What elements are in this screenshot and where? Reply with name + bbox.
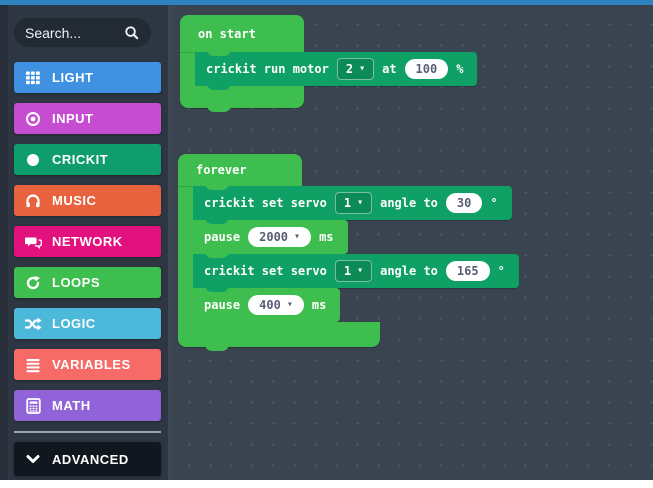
toolbox-separator <box>14 431 161 433</box>
toolbox-sidebar: LIGHT INPUT CRICKIT MUSIC NETWORK LOOPS LOGIC V… <box>0 5 168 480</box>
shuffle-icon <box>24 316 42 332</box>
statement-label: ° <box>490 196 498 210</box>
chevron-down-icon: ▾ <box>359 63 366 74</box>
category-label: MUSIC <box>52 193 97 208</box>
statement-label: ms <box>319 230 334 244</box>
category-label: VARIABLES <box>52 357 131 372</box>
category-label: CRICKIT <box>52 152 109 167</box>
sidebar-item-input[interactable]: INPUT <box>14 103 161 134</box>
statement-label: % <box>456 62 464 76</box>
block-footer[interactable] <box>178 322 380 351</box>
number-input[interactable]: 165 <box>445 261 490 281</box>
sidebar-item-math[interactable]: MATH <box>14 390 161 421</box>
statement-label: pause <box>204 298 241 312</box>
circle-icon <box>24 152 42 168</box>
number-input[interactable]: 30 <box>445 193 483 213</box>
block-header[interactable]: on start <box>180 15 304 56</box>
sidebar-item-crickit[interactable]: CRICKIT <box>14 144 161 175</box>
dropdown-value: 1 <box>343 264 352 278</box>
block-header-label: forever <box>196 163 247 177</box>
block-footer[interactable] <box>180 86 304 112</box>
sidebar-item-loops[interactable]: LOOPS <box>14 267 161 298</box>
statement-label: crickit run motor <box>206 62 329 76</box>
chevron-down-icon: ▾ <box>357 197 364 208</box>
chat-icon <box>24 234 42 250</box>
sidebar-item-music[interactable]: MUSIC <box>14 185 161 216</box>
statement-label: crickit set servo <box>204 264 327 278</box>
record-icon <box>24 111 42 127</box>
top-accent-bar <box>0 0 653 5</box>
dropdown-field[interactable]: 400 ▾ <box>248 295 304 315</box>
sidebar-item-network[interactable]: NETWORK <box>14 226 161 257</box>
category-label: NETWORK <box>52 234 123 249</box>
block-statement[interactable]: pause 400 ▾ ms <box>193 288 341 326</box>
dropdown-value: 400 <box>259 298 281 312</box>
statement-label: angle to <box>380 264 438 278</box>
editor-main: LIGHT INPUT CRICKIT MUSIC NETWORK LOOPS LOGIC V… <box>0 5 653 480</box>
sidebar-item-logic[interactable]: LOGIC <box>14 308 161 339</box>
block-header-label: on start <box>198 26 256 41</box>
statement-label: ° <box>497 264 505 278</box>
dropdown-field[interactable]: 1▾ <box>334 260 373 282</box>
block-statement[interactable]: pause 2000 ▾ ms <box>193 220 348 258</box>
sidebar-item-light[interactable]: LIGHT <box>14 62 161 93</box>
headphones-icon <box>24 193 42 209</box>
sidebar-item-variables[interactable]: VARIABLES <box>14 349 161 380</box>
statement-label: pause <box>204 230 241 244</box>
category-label: MATH <box>52 398 91 413</box>
chevron-down-icon: ▾ <box>357 265 364 276</box>
toolbox-search[interactable] <box>14 18 151 47</box>
block-header[interactable]: forever <box>178 154 302 190</box>
loop-icon <box>24 275 42 291</box>
search-input[interactable] <box>25 24 122 41</box>
block-spine <box>178 186 193 322</box>
list-icon <box>24 357 42 373</box>
category-label: INPUT <box>52 111 94 126</box>
advanced-button[interactable]: ADVANCED <box>14 442 161 476</box>
calculator-icon <box>24 397 42 414</box>
chevron-down-icon: ▾ <box>286 299 293 310</box>
dropdown-value: 2 <box>345 62 354 76</box>
category-label: LOOPS <box>52 275 101 290</box>
category-label: LOGIC <box>52 316 96 331</box>
dropdown-field[interactable]: 1▾ <box>334 192 373 214</box>
statement-label: at <box>382 62 397 76</box>
advanced-label: ADVANCED <box>52 451 129 467</box>
category-list: LIGHT INPUT CRICKIT MUSIC NETWORK LOOPS LOGIC V… <box>8 62 168 421</box>
statement-label: crickit set servo <box>204 196 327 210</box>
block-spine <box>180 52 195 86</box>
statement-label: angle to <box>380 196 438 210</box>
dropdown-value: 1 <box>343 196 352 210</box>
statement-label: ms <box>311 298 327 312</box>
toolbox-divider <box>168 5 173 480</box>
dropdown-field[interactable]: 2000 ▾ <box>248 227 312 247</box>
dropdown-value: 2000 <box>259 230 289 244</box>
search-icon <box>122 25 140 40</box>
number-input[interactable]: 100 <box>404 59 449 79</box>
grid-icon <box>24 70 42 86</box>
category-label: LIGHT <box>52 70 94 85</box>
dropdown-field[interactable]: 2▾ <box>336 58 375 80</box>
chevron-down-icon: ▾ <box>294 231 301 242</box>
chevron-down-icon <box>24 451 42 467</box>
